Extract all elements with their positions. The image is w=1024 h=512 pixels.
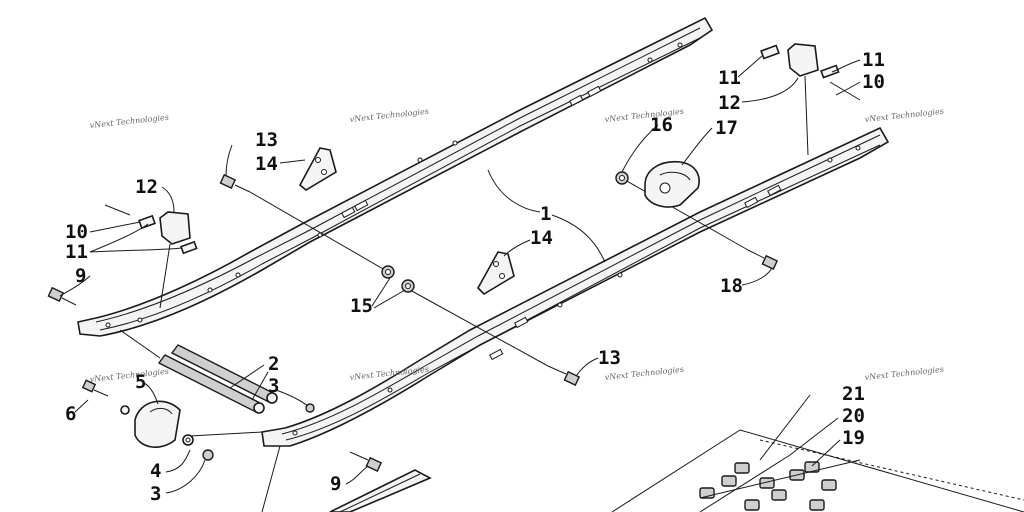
bolt-13-upper xyxy=(219,173,251,193)
callout-10-a: 10 xyxy=(65,221,88,243)
callout-11-c: 11 xyxy=(862,49,885,71)
nuts xyxy=(202,171,629,461)
callout-17: 17 xyxy=(715,117,738,139)
callout-14-a: 14 xyxy=(255,153,278,175)
bolt-9-lower xyxy=(349,451,383,472)
leader-lines xyxy=(59,55,861,494)
upper-slide-rail xyxy=(77,16,714,337)
callout-13-b: 13 xyxy=(598,347,621,369)
bolt-18 xyxy=(747,249,779,270)
bolt-13-lower xyxy=(547,365,581,386)
callout-2: 2 xyxy=(268,353,279,375)
bolts xyxy=(47,173,779,472)
callout-12-a: 12 xyxy=(135,176,158,198)
callout-10-b: 10 xyxy=(862,71,885,93)
idler-block xyxy=(644,160,700,208)
mounting-bracket-upper xyxy=(298,147,337,191)
callout-21: 21 xyxy=(842,383,865,405)
watermark-8: vNext Technologies xyxy=(864,365,944,382)
callout-12-b: 12 xyxy=(718,92,741,114)
callout-4: 4 xyxy=(150,460,161,482)
watermark-4: vNext Technologies xyxy=(864,107,944,124)
bolt-9-left xyxy=(47,286,77,306)
callout-11-a: 11 xyxy=(65,241,88,263)
callout-1: 1 xyxy=(540,203,551,225)
rail-holes xyxy=(105,42,861,436)
pivot-bracket-left xyxy=(104,204,198,309)
lower-slide-rail xyxy=(261,126,890,447)
mounting-bracket-lower xyxy=(477,251,515,296)
cross-shafts xyxy=(119,329,278,414)
watermark-5: vNext Technologies xyxy=(89,367,169,384)
bolt-6 xyxy=(81,379,109,397)
callout-16: 16 xyxy=(650,114,673,136)
rear-block xyxy=(120,400,263,448)
callout-13-a: 13 xyxy=(255,129,278,151)
callout-9-a: 9 xyxy=(75,265,86,287)
callout-3-b: 3 xyxy=(150,483,161,505)
track-section xyxy=(611,394,1024,512)
callout-9-b: 9 xyxy=(330,473,341,495)
callout-15: 15 xyxy=(350,295,373,317)
callout-20: 20 xyxy=(842,405,865,427)
wear-strip xyxy=(329,469,432,512)
watermark-1: vNext Technologies xyxy=(89,113,169,130)
callout-5: 5 xyxy=(135,371,146,393)
callout-3-a: 3 xyxy=(268,375,279,397)
pivot-bracket-right xyxy=(760,43,861,156)
callout-14-b: 14 xyxy=(530,227,553,249)
callouts: 1 2 3 3 4 5 6 9 9 10 10 11 11 11 12 12 1… xyxy=(65,49,885,505)
callout-6: 6 xyxy=(65,403,76,425)
watermarks: vNext Technologies vNext Technologies vN… xyxy=(89,107,944,384)
callout-18: 18 xyxy=(720,275,743,297)
watermark-2: vNext Technologies xyxy=(349,107,429,124)
callout-19: 19 xyxy=(842,427,865,449)
callout-11-b: 11 xyxy=(718,67,741,89)
